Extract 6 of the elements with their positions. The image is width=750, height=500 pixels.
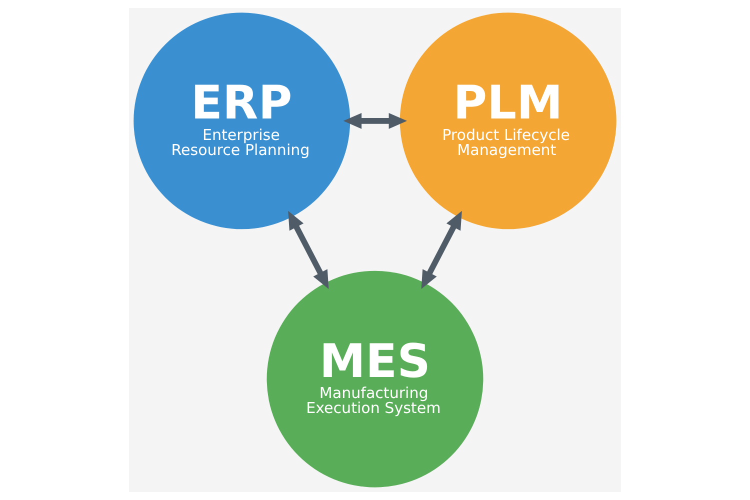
arrow xyxy=(421,210,462,289)
arrow xyxy=(288,210,329,289)
node-circle: PLM Product Lifecycle Management xyxy=(400,12,616,230)
node-circle: MES Manufacturing Execution System xyxy=(266,270,484,488)
arrow xyxy=(343,112,408,129)
node-circle: ERP Enterprise Resource Planning xyxy=(134,12,350,230)
